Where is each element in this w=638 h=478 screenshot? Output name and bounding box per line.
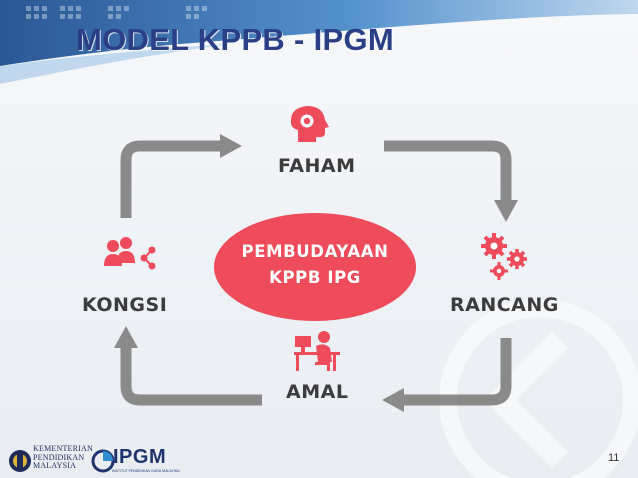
label-faham: FAHAM [278,155,356,177]
page-number: 11 [608,452,620,464]
ministry-line-1: KEMENTERIAN [33,444,93,453]
arrowhead-amal [382,388,404,412]
ministry-line-3: MALAYSIA [33,461,77,470]
arrow-rancang-to-amal [402,338,512,406]
ipgm-logo-text: IPGM [113,446,167,468]
arrow-kongsi-to-faham [120,140,222,218]
person-at-desk-icon [294,331,340,371]
label-kongsi: KONGSI [82,294,168,316]
people-share-icon [104,237,156,270]
label-amal: AMAL [286,381,349,403]
center-line-2: KPPB IPG [269,268,361,287]
ministry-line-2: PENDIDIKAN [33,452,85,462]
label-rancang: RANCANG [450,294,559,316]
footer-logos [9,449,115,473]
center-ellipse: PEMBUDAYAAN KPPB IPG [214,213,416,321]
header-decoration [0,0,638,84]
head-brain-icon [290,106,329,142]
ipgm-logo-icon [91,449,115,473]
arrow-faham-to-rancang [384,140,512,202]
center-line-1: PEMBUDAYAAN [241,242,389,261]
gears-icon [481,233,527,280]
ministry-crest-icon [9,450,31,472]
arrowhead-kongsi [114,326,138,348]
arrowhead-faham [220,134,242,158]
ipgm-subtext: INSTITUT PENDIDIKAN GURU MALAYSIA [112,469,180,473]
arrow-amal-to-kongsi [120,346,262,406]
center-text: PEMBUDAYAAN KPPB IPG [214,239,416,291]
slide-title: MODEL KPPB - IPGM [76,22,394,57]
ministry-text: KEMENTERIAN PENDIDIKAN MALAYSIA [33,444,93,471]
arrowhead-rancang [494,200,518,222]
cycle-arrows [120,140,512,406]
